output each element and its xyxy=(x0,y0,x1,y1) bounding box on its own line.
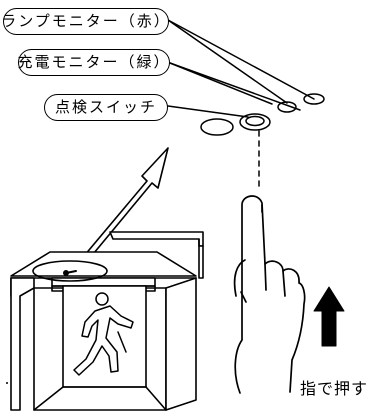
push-with-finger-caption: 指で押す xyxy=(300,379,369,398)
up-arrow-icon xyxy=(83,147,169,260)
check-switch-outer xyxy=(239,113,271,131)
panel-indicators xyxy=(200,93,325,191)
check-switch-label: 点検スイッチ xyxy=(44,94,168,121)
exit-running-man-icon xyxy=(73,292,134,376)
push-arrow-icon xyxy=(313,286,345,347)
stray-dot xyxy=(6,382,8,384)
leader-lines xyxy=(167,19,315,118)
check-switch-inner xyxy=(245,115,265,127)
lamp-monitor-indicator xyxy=(303,93,325,105)
panel-spot xyxy=(200,118,234,136)
charge-monitor-label: 充電モニター（緑） xyxy=(18,49,170,76)
pointing-hand-icon xyxy=(233,195,306,394)
lamp-monitor-label: ランプモニター（赤） xyxy=(1,8,169,35)
charge-monitor-indicator xyxy=(277,101,297,113)
switch-highlight-ellipse xyxy=(32,260,108,282)
